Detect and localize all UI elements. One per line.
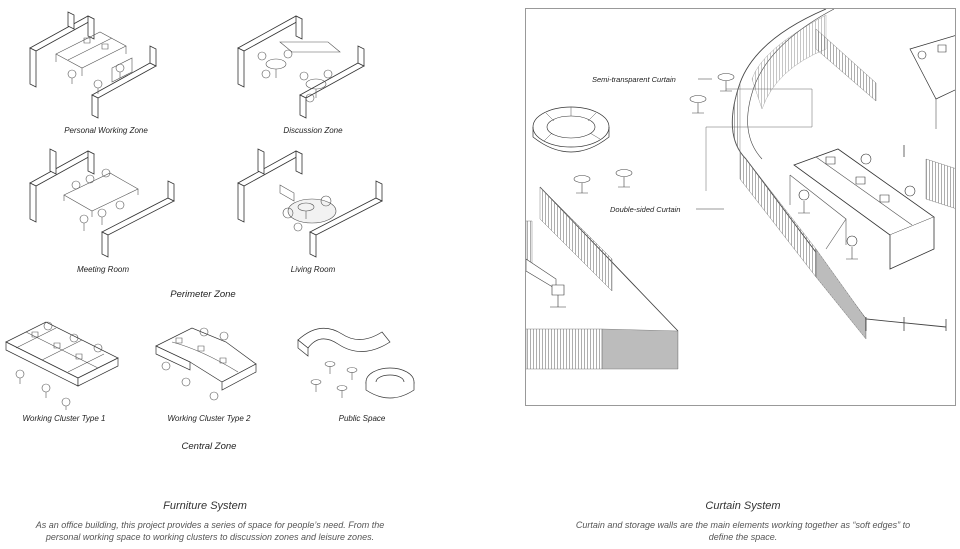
caption-working-cluster-2: Working Cluster Type 2 <box>167 414 251 423</box>
curtain-system-drawing-frame: Semi-transparent Curtain Double-sided Cu… <box>525 8 956 406</box>
curtain-system-drawing <box>526 9 955 406</box>
curtain-description: Curtain and storage walls are the main e… <box>528 519 958 543</box>
caption-personal-working-zone: Personal Working Zone <box>64 126 148 135</box>
caption-discussion-zone: Discussion Zone <box>283 126 343 135</box>
furniture-description: As an office building, this project prov… <box>0 519 420 543</box>
working-cluster-type-2-drawing <box>152 320 262 410</box>
double-sided-curtain-callout: Double-sided Curtain <box>610 205 681 214</box>
furniture-system-title: Furniture System <box>163 500 247 512</box>
living-room-drawing <box>236 143 384 259</box>
perimeter-zone-label: Perimeter Zone <box>170 289 236 300</box>
caption-working-cluster-1: Working Cluster Type 1 <box>22 414 106 423</box>
public-space-drawing <box>290 320 428 410</box>
curtain-description-line-1: Curtain and storage walls are the main e… <box>575 520 911 530</box>
semi-transparent-curtain-callout: Semi-transparent Curtain <box>592 75 676 84</box>
furniture-description-line-2: personal working space to working cluste… <box>45 532 375 542</box>
meeting-room-drawing <box>28 143 176 259</box>
personal-working-zone-drawing <box>28 8 158 120</box>
furniture-description-line-1: As an office building, this project prov… <box>35 520 385 530</box>
caption-living-room: Living Room <box>290 265 336 274</box>
curtain-system-title: Curtain System <box>705 500 781 512</box>
working-cluster-type-1-drawing <box>2 318 122 412</box>
caption-public-space: Public Space <box>338 414 386 423</box>
discussion-zone-drawing <box>236 8 366 120</box>
curtain-description-line-2: define the space. <box>708 532 778 542</box>
caption-meeting-room: Meeting Room <box>76 265 130 274</box>
central-zone-label: Central Zone <box>181 441 237 452</box>
